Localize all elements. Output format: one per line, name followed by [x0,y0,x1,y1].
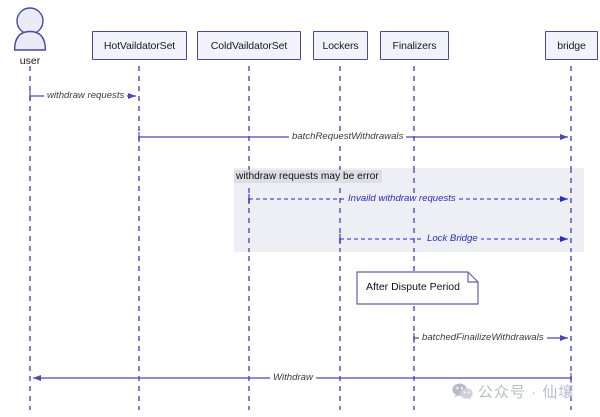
participant-box-hotvaildatorset[interactable]: HotVaildatorSet [92,31,187,60]
participant-box-lockers[interactable]: Lockers [313,31,368,60]
message-label-batchedfinailizewithdrawals: batchedFinailizeWithdrawals [419,332,547,344]
wechat-icon [452,383,473,400]
participant-label-finalizers: Finalizers [392,39,437,52]
message-label-withdraw: Withdraw [270,372,316,384]
participant-label-coldvaildatorset: ColdVaildatorSet [210,39,288,52]
participant-box-finalizers[interactable]: Finalizers [380,31,449,60]
note-after-dispute-period-shape [356,271,479,305]
watermark: 公众号 · 仙壤 [452,381,574,402]
participant-label-hotvaildatorset: HotVaildatorSet [103,39,176,52]
message-label-lock-bridge: Lock Bridge [424,233,481,245]
participant-label-lockers: Lockers [322,39,359,52]
note-label-after-dispute-period: After Dispute Period [366,281,460,293]
participant-box-coldvaildatorset[interactable]: ColdVaildatorSet [197,31,301,60]
watermark-text: 公众号 · 仙壤 [478,384,575,401]
participant-label-bridge: bridge [557,39,586,52]
actor-user-icon [13,7,47,51]
participant-box-bridge[interactable]: bridge [545,31,598,60]
fragment-label-withdraw-requests-may-be-error: withdraw requests may be error [234,170,382,183]
participant-label-user: user [19,55,41,67]
message-label-withdraw-requests: withdraw requests [44,90,128,102]
message-label-batchrequestwithdrawals: batchRequestWithdrawals [289,131,407,143]
message-label-invaild-withdraw-requests: Invaild withdraw requests [345,193,459,205]
